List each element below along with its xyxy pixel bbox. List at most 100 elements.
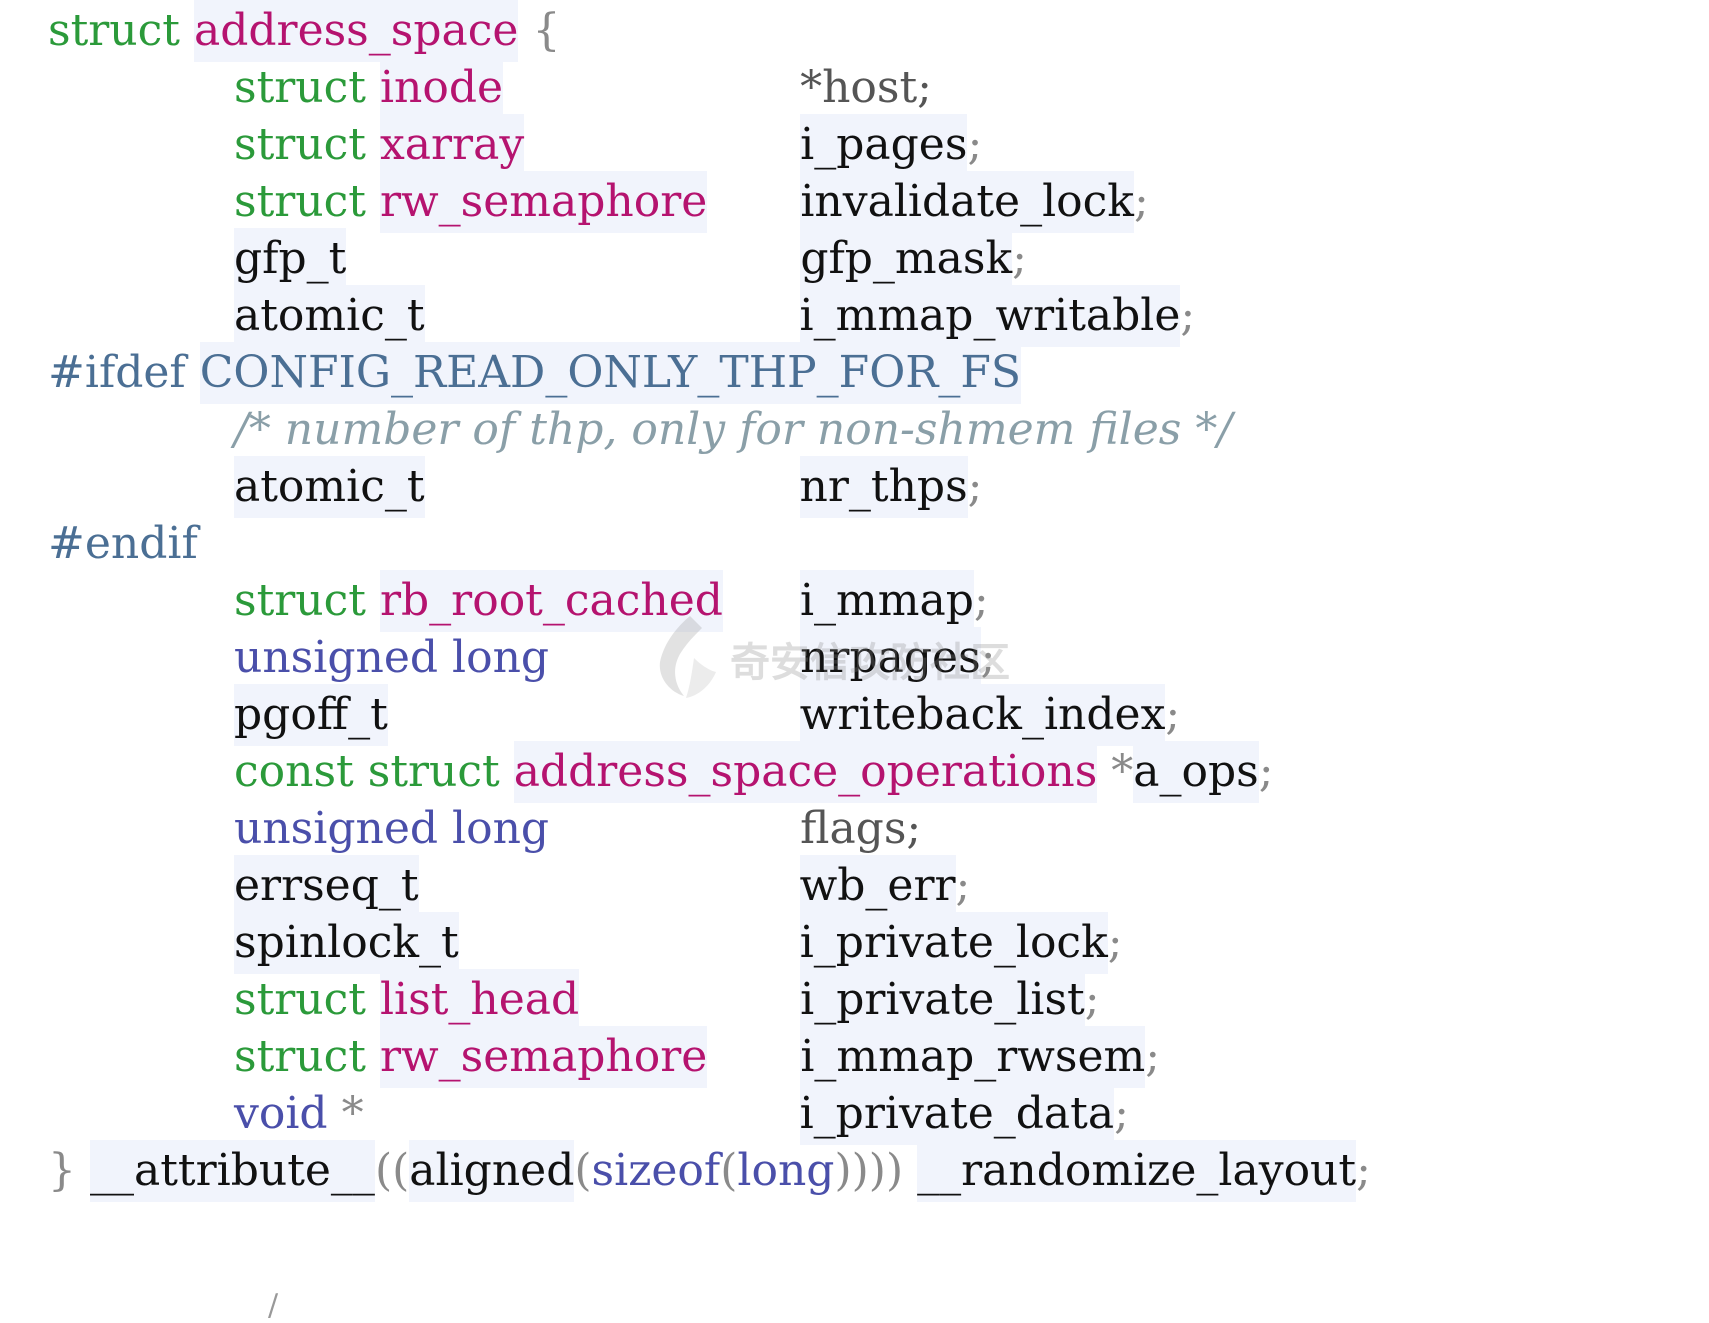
code-token: [366, 1026, 380, 1088]
code-line-gfp-mask: gfp_t gfp_mask;: [234, 228, 1027, 290]
code-token: address_space: [193, 0, 519, 62]
code-token: struct: [367, 746, 500, 797]
code-token: i_mmap_rwsem: [800, 1026, 1146, 1088]
code-token: i_private_list: [800, 969, 1085, 1031]
code-line-endif: #endif: [48, 513, 198, 575]
code-token: ;: [967, 119, 983, 170]
code-token: wb_err: [799, 855, 956, 917]
code-token: xarray: [379, 114, 525, 176]
code-token: [328, 1083, 342, 1145]
code-token: [76, 1140, 90, 1202]
trailing-cut-off-glyph: /: [268, 1288, 279, 1323]
code-token: struct: [48, 5, 180, 56]
code-line-nr-thps: atomic_t nr_thps;: [234, 456, 983, 518]
code-token: /* number of thp, only for non-shmem fil…: [234, 404, 1233, 455]
code-token: unsigned long: [234, 632, 550, 683]
code-token: (: [574, 1145, 592, 1196]
code-token: struct: [234, 62, 366, 113]
code-line-a-ops: const struct address_space_operations *a…: [234, 741, 1274, 803]
code-token: struct: [234, 1031, 366, 1082]
code-token: [366, 57, 380, 119]
code-line-host: struct inode *host;: [234, 57, 932, 119]
code-token: writeback_index: [799, 684, 1166, 746]
code-token: *: [1111, 746, 1134, 797]
code-token: i_pages: [800, 114, 968, 176]
code-line-i-private-list: struct list_head i_private_list;: [234, 969, 1100, 1031]
code-token: [366, 114, 380, 176]
code-token: nrpages: [800, 627, 981, 689]
code-token: invalidate_lock: [800, 171, 1134, 233]
code-token: ;: [973, 575, 989, 626]
code-token: struct: [234, 176, 366, 227]
code-token: list_head: [379, 969, 580, 1031]
code-token: ;: [1258, 746, 1274, 797]
code-line-comment: /* number of thp, only for non-shmem fil…: [234, 399, 1232, 461]
code-token: pgoff_t: [234, 684, 388, 746]
code-line-struct-open: struct address_space {: [48, 0, 560, 62]
code-token: #endif: [48, 518, 198, 569]
code-token: *host;: [800, 62, 932, 113]
code-token: [1097, 741, 1111, 803]
code-token: {: [532, 5, 561, 56]
code-token: #ifdef: [48, 347, 186, 398]
code-token: atomic_t: [234, 456, 425, 518]
code-token: }: [48, 1145, 76, 1196]
code-token: ;: [1356, 1145, 1371, 1196]
code-token: i_private_data: [799, 1083, 1115, 1145]
code-token: __randomize_layout: [917, 1140, 1357, 1202]
code-token: ;: [980, 632, 996, 683]
code-token: [180, 0, 194, 62]
code-token: unsigned long: [234, 803, 550, 854]
code-token: ;: [1114, 1088, 1129, 1139]
code-token: struct: [234, 119, 366, 170]
code-token: a_ops: [1133, 741, 1259, 803]
code-token: ;: [1180, 290, 1196, 341]
code-token: *: [341, 1088, 364, 1139]
code-token: )))): [834, 1145, 904, 1196]
code-token: flags;: [800, 803, 922, 854]
code-line-i-private-data: void * i_private_data;: [234, 1083, 1129, 1145]
code-token: rb_root_cached: [379, 570, 723, 632]
code-token: ;: [1107, 917, 1123, 968]
code-token: [518, 0, 532, 62]
code-token: ;: [1084, 974, 1100, 1025]
code-token: rw_semaphore: [379, 1026, 708, 1088]
code-token: void: [234, 1088, 328, 1139]
code-line-ifdef: #ifdef CONFIG_READ_ONLY_THP_FOR_FS: [48, 342, 1022, 404]
code-token: (: [720, 1145, 738, 1196]
code-token: spinlock_t: [234, 912, 459, 974]
code-line-struct-close: } __attribute__((aligned(sizeof(long))))…: [48, 1140, 1371, 1202]
code-token: ;: [1165, 689, 1181, 740]
code-token: [500, 741, 514, 803]
code-token: inode: [379, 57, 504, 119]
code-token: ;: [967, 461, 983, 512]
code-token: nr_thps: [799, 456, 968, 518]
code-line-flags: unsigned long flags;: [234, 798, 921, 860]
code-token: gfp_mask: [800, 228, 1013, 290]
code-token: gfp_t: [234, 228, 347, 290]
code-token: [354, 741, 368, 803]
code-token: CONFIG_READ_ONLY_THP_FOR_FS: [199, 342, 1022, 404]
code-token: long: [737, 1145, 835, 1196]
code-token: aligned: [409, 1140, 575, 1202]
code-token: [366, 570, 380, 632]
code-token: sizeof: [591, 1145, 721, 1196]
code-token: struct: [234, 974, 366, 1025]
code-line-i-private-lock: spinlock_t i_private_lock;: [234, 912, 1123, 974]
code-line-nrpages: unsigned long nrpages;: [234, 627, 995, 689]
code-token: ;: [1012, 233, 1027, 284]
code-token: i_private_lock: [799, 912, 1108, 974]
code-token: const: [234, 746, 354, 797]
code-token: [903, 1140, 917, 1202]
code-token: ;: [1133, 176, 1149, 227]
code-token: address_space_operations: [513, 741, 1098, 803]
code-token: __attribute__: [90, 1140, 375, 1202]
code-line-invalidate-lock: struct rw_semaphore invalidate_lock;: [234, 171, 1149, 233]
code-token: rw_semaphore: [379, 171, 708, 233]
code-token: [366, 171, 380, 233]
